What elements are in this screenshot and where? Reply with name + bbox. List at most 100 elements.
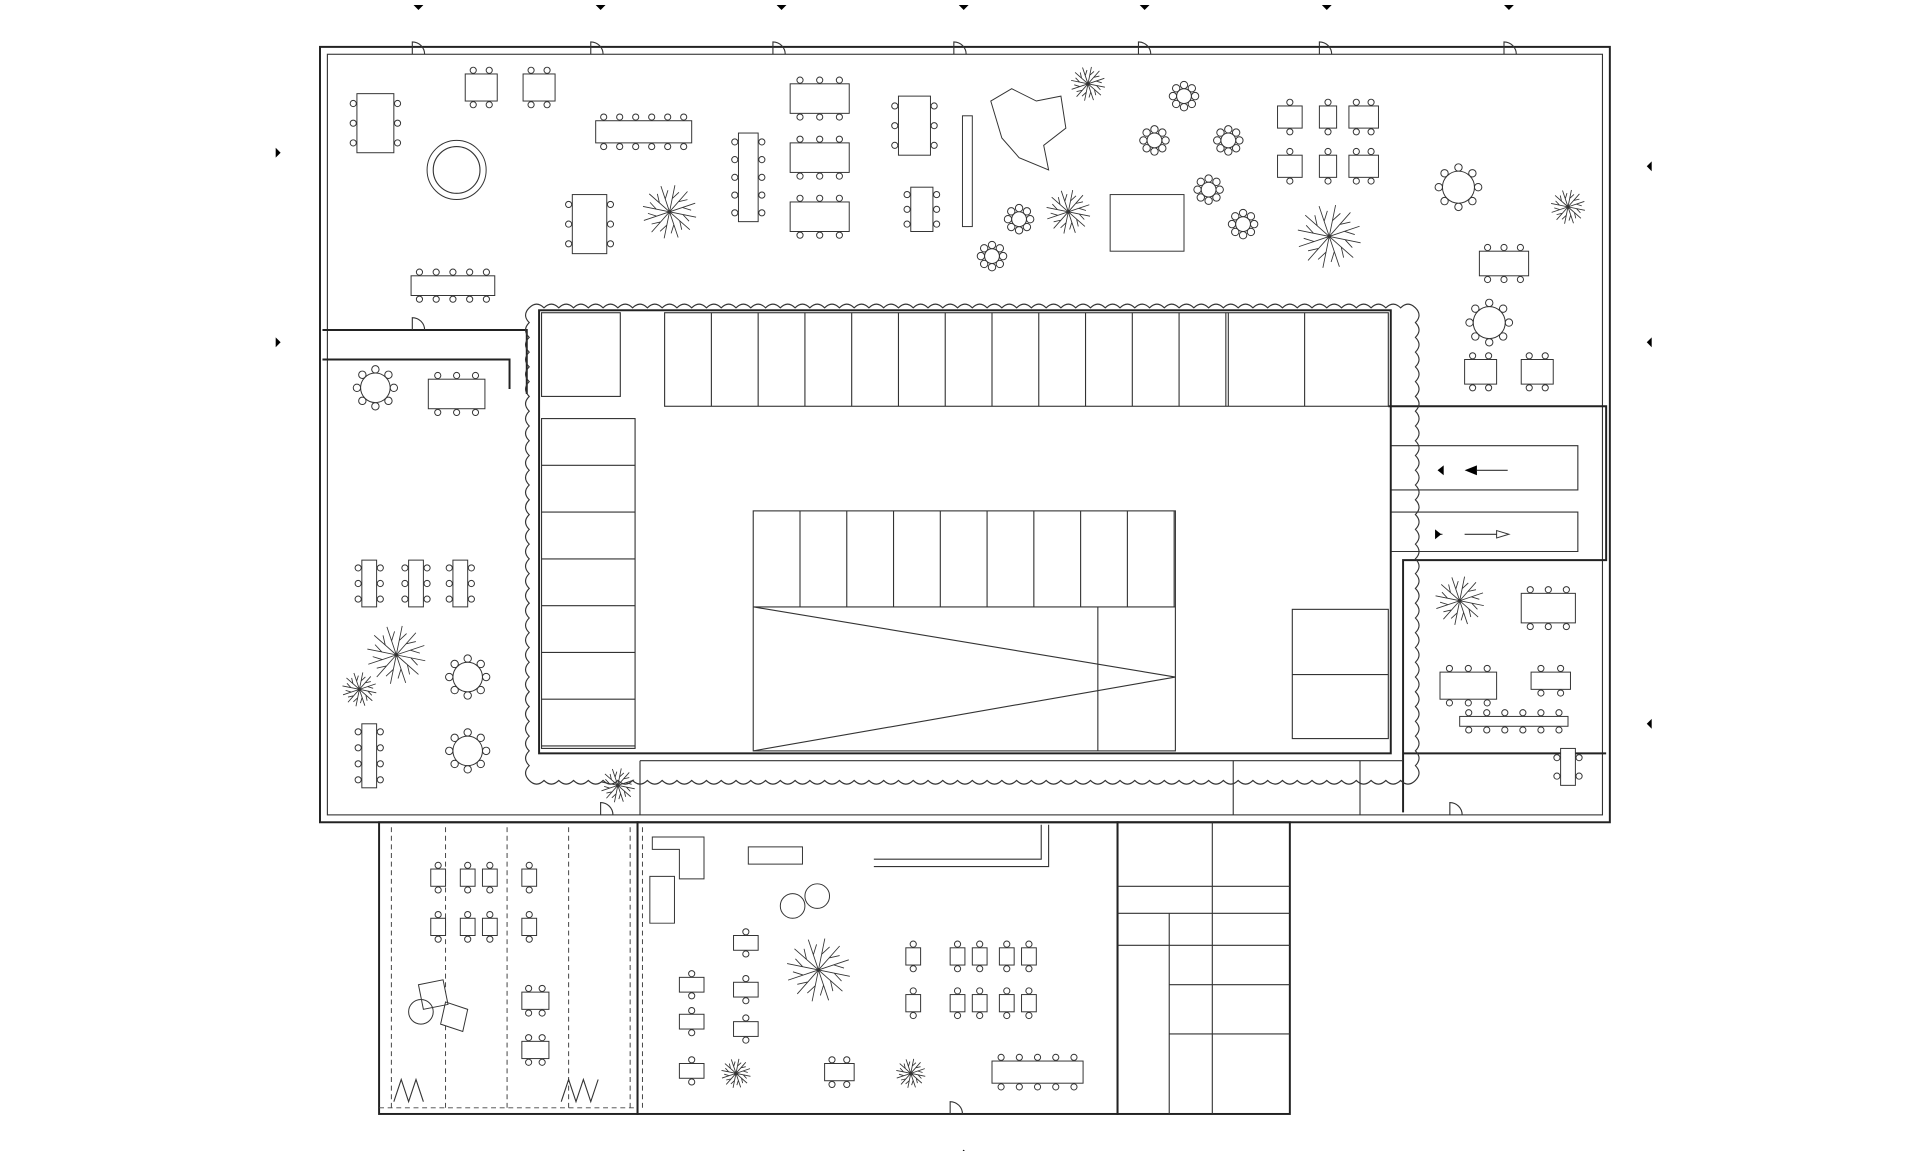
table (1176, 88, 1192, 104)
chair (1196, 177, 1205, 187)
table (910, 186, 934, 232)
chair (796, 172, 804, 180)
chair (1465, 318, 1474, 327)
chair (688, 1007, 696, 1015)
chair (1454, 202, 1463, 212)
central-block (752, 510, 1176, 752)
chair (1003, 215, 1013, 224)
table (1220, 132, 1237, 149)
terrace-lights (393, 1077, 599, 1104)
chair (1526, 623, 1534, 631)
chair (909, 940, 917, 948)
table-with-chairs-icon (971, 987, 988, 1020)
chair (469, 101, 477, 109)
table (905, 947, 922, 966)
chair (1179, 80, 1189, 90)
chair (486, 935, 494, 943)
round-table-icon (1168, 80, 1200, 112)
chair (467, 579, 475, 588)
chair (1544, 586, 1552, 594)
room-dividers (541, 312, 1306, 747)
chair (423, 595, 431, 603)
table (1277, 154, 1303, 178)
table-with-chairs-icon (678, 1056, 705, 1086)
chair (476, 659, 485, 669)
chair (742, 1014, 750, 1022)
round-table (779, 893, 806, 919)
chair (903, 191, 911, 199)
chair (1501, 709, 1509, 717)
chair (606, 240, 615, 248)
chair (1196, 193, 1205, 202)
chair (471, 408, 480, 416)
chair (1434, 183, 1443, 192)
table-with-chairs-icon (521, 984, 550, 1017)
chair (1562, 623, 1570, 631)
plant-icon (1071, 66, 1105, 101)
table-with-chairs-icon (789, 135, 850, 180)
chair (525, 861, 533, 869)
chair (1168, 91, 1178, 101)
chair (1483, 664, 1491, 672)
chair (742, 928, 750, 936)
chair (445, 579, 453, 588)
table (1472, 306, 1506, 340)
chair (979, 259, 989, 269)
chair (481, 672, 491, 682)
chair (401, 595, 409, 603)
chair (434, 861, 442, 869)
chair (376, 728, 384, 736)
chair (415, 295, 424, 303)
chair (349, 139, 357, 147)
plant-icon (342, 672, 377, 707)
chair (688, 1029, 696, 1037)
table (1348, 105, 1379, 129)
chair (1454, 163, 1463, 172)
chair (1286, 98, 1294, 106)
chair (543, 66, 551, 74)
chair (463, 654, 472, 663)
entrance-marker-icon (595, 5, 606, 10)
chair (1484, 243, 1492, 252)
chair (1015, 1083, 1023, 1091)
table-with-chairs-icon (459, 911, 476, 943)
round-table-icon (1213, 125, 1244, 156)
chair (1525, 352, 1533, 360)
chair (933, 191, 941, 199)
table (571, 194, 608, 255)
chair (688, 992, 696, 1000)
table (1520, 592, 1576, 624)
chair (463, 765, 472, 774)
chair (376, 564, 384, 572)
table-with-chairs-icon (949, 987, 966, 1020)
entrance-marker-icon (1139, 5, 1150, 10)
chair (1324, 128, 1332, 136)
chair (1468, 169, 1477, 178)
chair (600, 113, 608, 121)
table-with-chairs-icon (1277, 98, 1303, 136)
chair (538, 1058, 546, 1066)
chair (1161, 136, 1170, 145)
chair (1498, 332, 1508, 341)
table (824, 1063, 855, 1082)
entrance-marker-icon (958, 5, 969, 10)
chair (543, 101, 551, 109)
chair (828, 1080, 836, 1088)
entrance-marker-icon (275, 337, 281, 348)
table (521, 1040, 550, 1060)
table (984, 248, 1000, 264)
chair (354, 579, 362, 588)
chair (389, 383, 399, 392)
round-table-icon (352, 365, 399, 411)
chair (606, 220, 615, 228)
table-with-chairs-icon (565, 194, 615, 255)
table (1520, 359, 1554, 385)
entrance-marker-icon (1646, 718, 1652, 729)
chair (731, 209, 739, 217)
table (408, 559, 424, 608)
door-swing-icon (1137, 41, 1152, 55)
chair (891, 122, 899, 130)
chair (1537, 726, 1545, 734)
round-table-icon (1193, 174, 1224, 205)
chair (1484, 275, 1492, 284)
